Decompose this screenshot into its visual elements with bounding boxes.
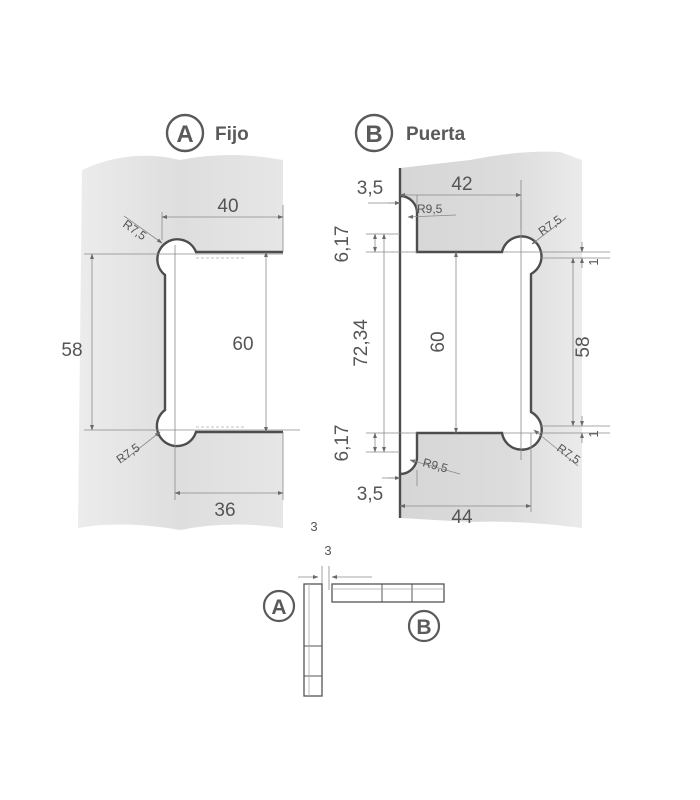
side-badge-a: A <box>262 589 296 623</box>
glass-a <box>303 583 323 697</box>
glass-b <box>331 583 445 603</box>
dim-b-offset-top: 3,5 <box>357 178 383 199</box>
dim-side-top: 3 <box>310 519 317 534</box>
svg-text:A: A <box>176 121 193 148</box>
dim-b-radius-cut-bottom: R9,5 <box>421 455 449 475</box>
dim-b-top-width: 42 <box>451 174 472 195</box>
svg-text:A: A <box>271 596 286 619</box>
panel-a: A Fijo 40 R7,5 58 60 R7,5 36 <box>61 113 300 530</box>
panel-b-badge: B <box>354 113 394 153</box>
side-view: 3 3 A B <box>262 519 445 697</box>
panel-b-cutout <box>400 195 542 475</box>
dim-b-step-bottom: 6,17 <box>332 425 353 462</box>
side-badge-b: B <box>407 609 441 643</box>
panel-a-outline <box>155 238 283 448</box>
dim-b-step-top: 6,17 <box>332 226 353 263</box>
panel-a-title: Fijo <box>215 124 249 145</box>
panel-b-outline <box>399 194 543 476</box>
dim-b-offset-bottom: 3,5 <box>357 484 383 505</box>
dim-b-gap-top: 1 <box>586 258 601 265</box>
panel-b-title: Puerta <box>406 124 466 145</box>
dim-b-height-outer: 58 <box>573 336 594 357</box>
dim-b-radius-cut-top: R9,5 <box>417 202 443 216</box>
panel-b: B Puerta 3,5 42 R9,5 R7,5 6,17 72,34 <box>332 113 610 528</box>
panel-a-badge: A <box>165 113 205 153</box>
dim-b-gap-bottom: 1 <box>586 430 601 437</box>
panel-a-cutout <box>156 239 283 447</box>
svg-text:B: B <box>365 121 382 148</box>
dim-a-bottom-width: 36 <box>214 500 235 521</box>
dim-a-top-width: 40 <box>217 196 238 217</box>
dim-a-height-outer: 58 <box>61 340 82 361</box>
dim-b-height-total: 72,34 <box>351 319 372 367</box>
svg-text:B: B <box>416 616 431 639</box>
dim-b-height-inner: 60 <box>428 331 449 352</box>
dim-side-gap: 3 <box>324 543 331 558</box>
dim-a-height-inner: 60 <box>232 334 253 355</box>
dim-b-bottom-width: 44 <box>451 507 473 528</box>
